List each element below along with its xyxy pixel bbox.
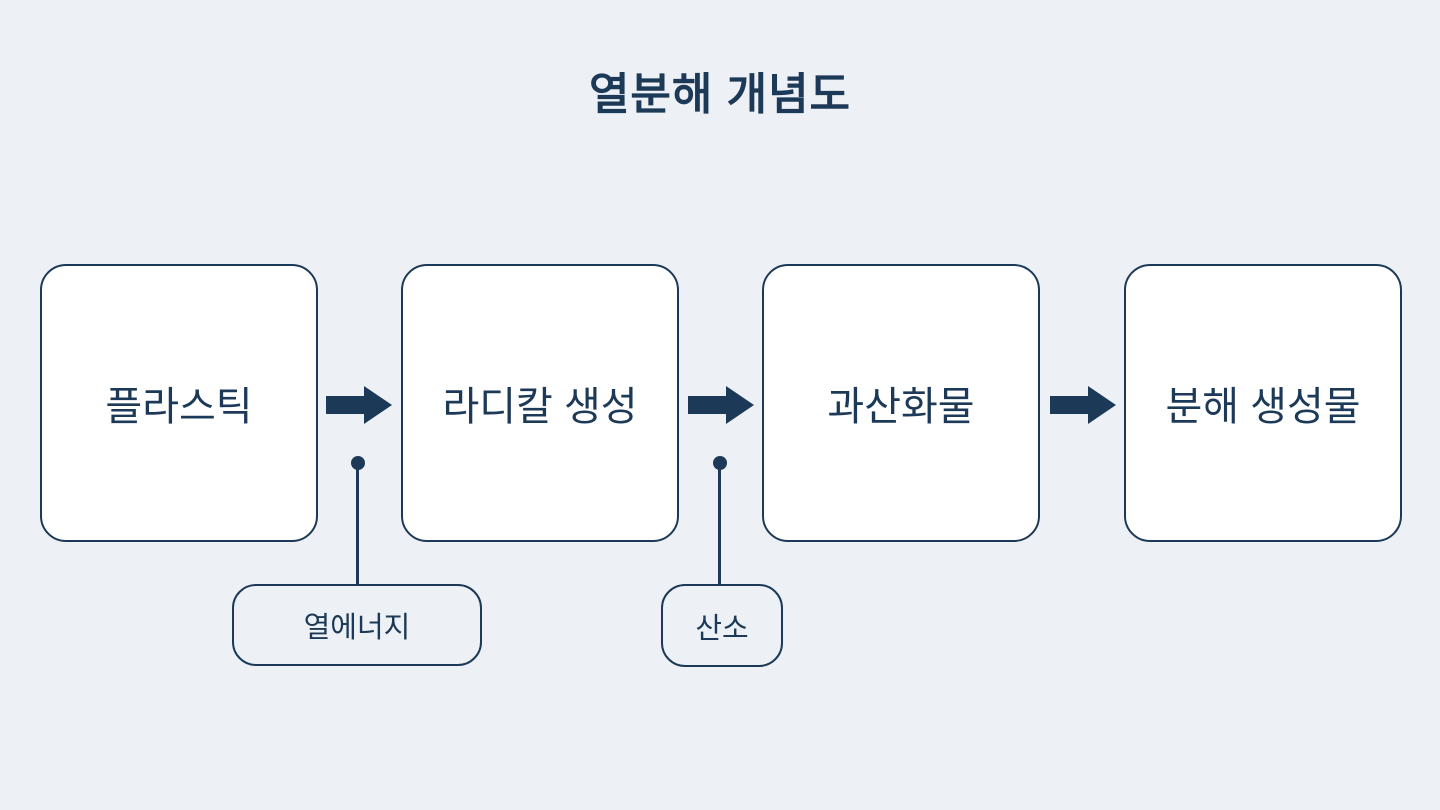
flow-node-label: 라디칼 생성 bbox=[442, 385, 638, 429]
arrow-right-icon bbox=[1050, 386, 1116, 424]
flow-node-label: 플라스틱 bbox=[105, 385, 253, 429]
callout-oxygen: 산소 bbox=[661, 584, 783, 667]
flow-node-peroxide: 과산화물 bbox=[762, 264, 1040, 542]
callout-thermal-energy: 열에너지 bbox=[232, 584, 482, 666]
page-title: 열분해 개념도 bbox=[588, 70, 852, 119]
flow-node-radical-generation: 라디칼 생성 bbox=[401, 264, 679, 542]
flow-node-decomposition-products: 분해 생성물 bbox=[1124, 264, 1402, 542]
flow-node-plastic: 플라스틱 bbox=[40, 264, 318, 542]
connector-line bbox=[356, 463, 359, 584]
flow-node-label: 분해 생성물 bbox=[1165, 385, 1361, 429]
flow-node-label: 과산화물 bbox=[827, 385, 975, 429]
callout-label: 열에너지 bbox=[303, 612, 411, 644]
connector-line bbox=[718, 463, 721, 584]
callout-label: 산소 bbox=[695, 612, 749, 645]
arrow-right-icon bbox=[326, 386, 392, 424]
arrow-right-icon bbox=[688, 386, 754, 424]
